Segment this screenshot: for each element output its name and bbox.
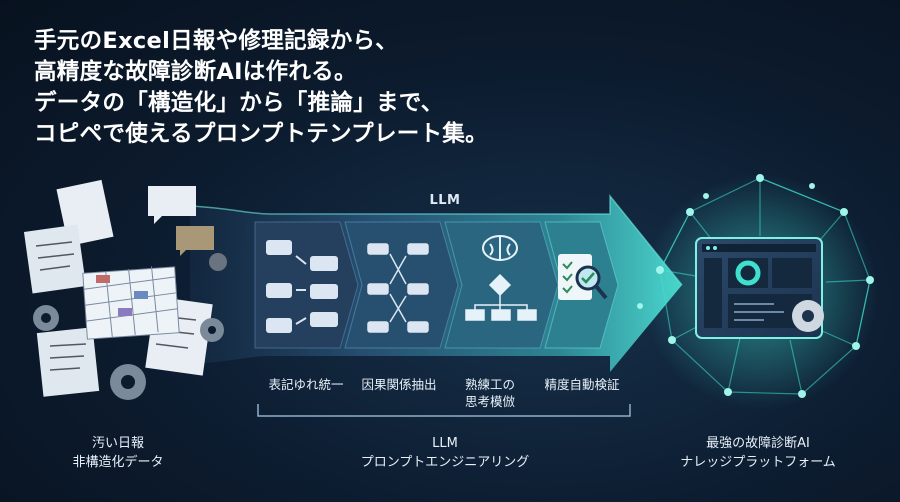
step-panel-1	[254, 221, 359, 349]
gear-icon	[33, 253, 227, 400]
step-4-label: 精度自動検証	[544, 377, 620, 392]
dashboard-icon	[695, 237, 824, 339]
steps-bracket	[257, 404, 631, 417]
checklist-magnifier-icon	[558, 254, 608, 300]
headline-line-3: データの「構造化」から「推論」まで、	[34, 90, 444, 116]
headline: 手元のExcel日報や修理記録から、 高精度な故障診断AIは作れる。 データの「…	[34, 26, 488, 150]
headline-line-2: 高精度な故障診断AIは作れる。	[34, 59, 357, 85]
left-caption-line-1: 汚い日報	[91, 436, 145, 451]
step-3-label-line-1: 熟練工の	[464, 377, 516, 392]
middle-caption: LLM プロンプトエンジニアリング	[361, 434, 530, 472]
flowchart-icon	[465, 273, 537, 321]
step-3-label: 熟練工の 思考模倣	[465, 376, 515, 410]
step-panel-2	[344, 221, 459, 349]
headline-line-4: コピペで使えるプロンプトテンプレート集。	[34, 121, 488, 147]
speech-bubble-icon	[266, 240, 338, 333]
step-panel-3	[444, 221, 559, 349]
llm-top-label: LLM	[429, 193, 461, 208]
step-2-label: 因果関係抽出	[361, 377, 437, 392]
right-caption: 最強の故障診断AI ナレッジプラットフォーム	[680, 434, 836, 472]
arrows-icon	[367, 243, 429, 333]
right-caption-line-1: 最強の故障診断AI	[706, 436, 810, 451]
spreadsheet-icon	[82, 266, 180, 340]
headline-line-1: 手元のExcel日報や修理記録から、	[34, 28, 399, 54]
network-nodes	[637, 174, 874, 398]
middle-caption-line-1: LLM	[432, 436, 458, 451]
speech-bubble-icon	[148, 186, 214, 256]
step-1-label: 表記ゆれ統一	[268, 377, 344, 392]
middle-caption-line-2: プロンプトエンジニアリング	[360, 455, 530, 470]
brain-icon	[482, 235, 518, 261]
documents-icon	[23, 179, 213, 397]
right-caption-line-2: ナレッジプラットフォーム	[680, 455, 836, 470]
left-caption-line-2: 非構造化データ	[72, 455, 164, 470]
step-3-label-line-2: 思考模倣	[464, 394, 516, 409]
step-panel-4	[544, 221, 619, 349]
left-caption: 汚い日報 非構造化データ	[72, 434, 163, 472]
